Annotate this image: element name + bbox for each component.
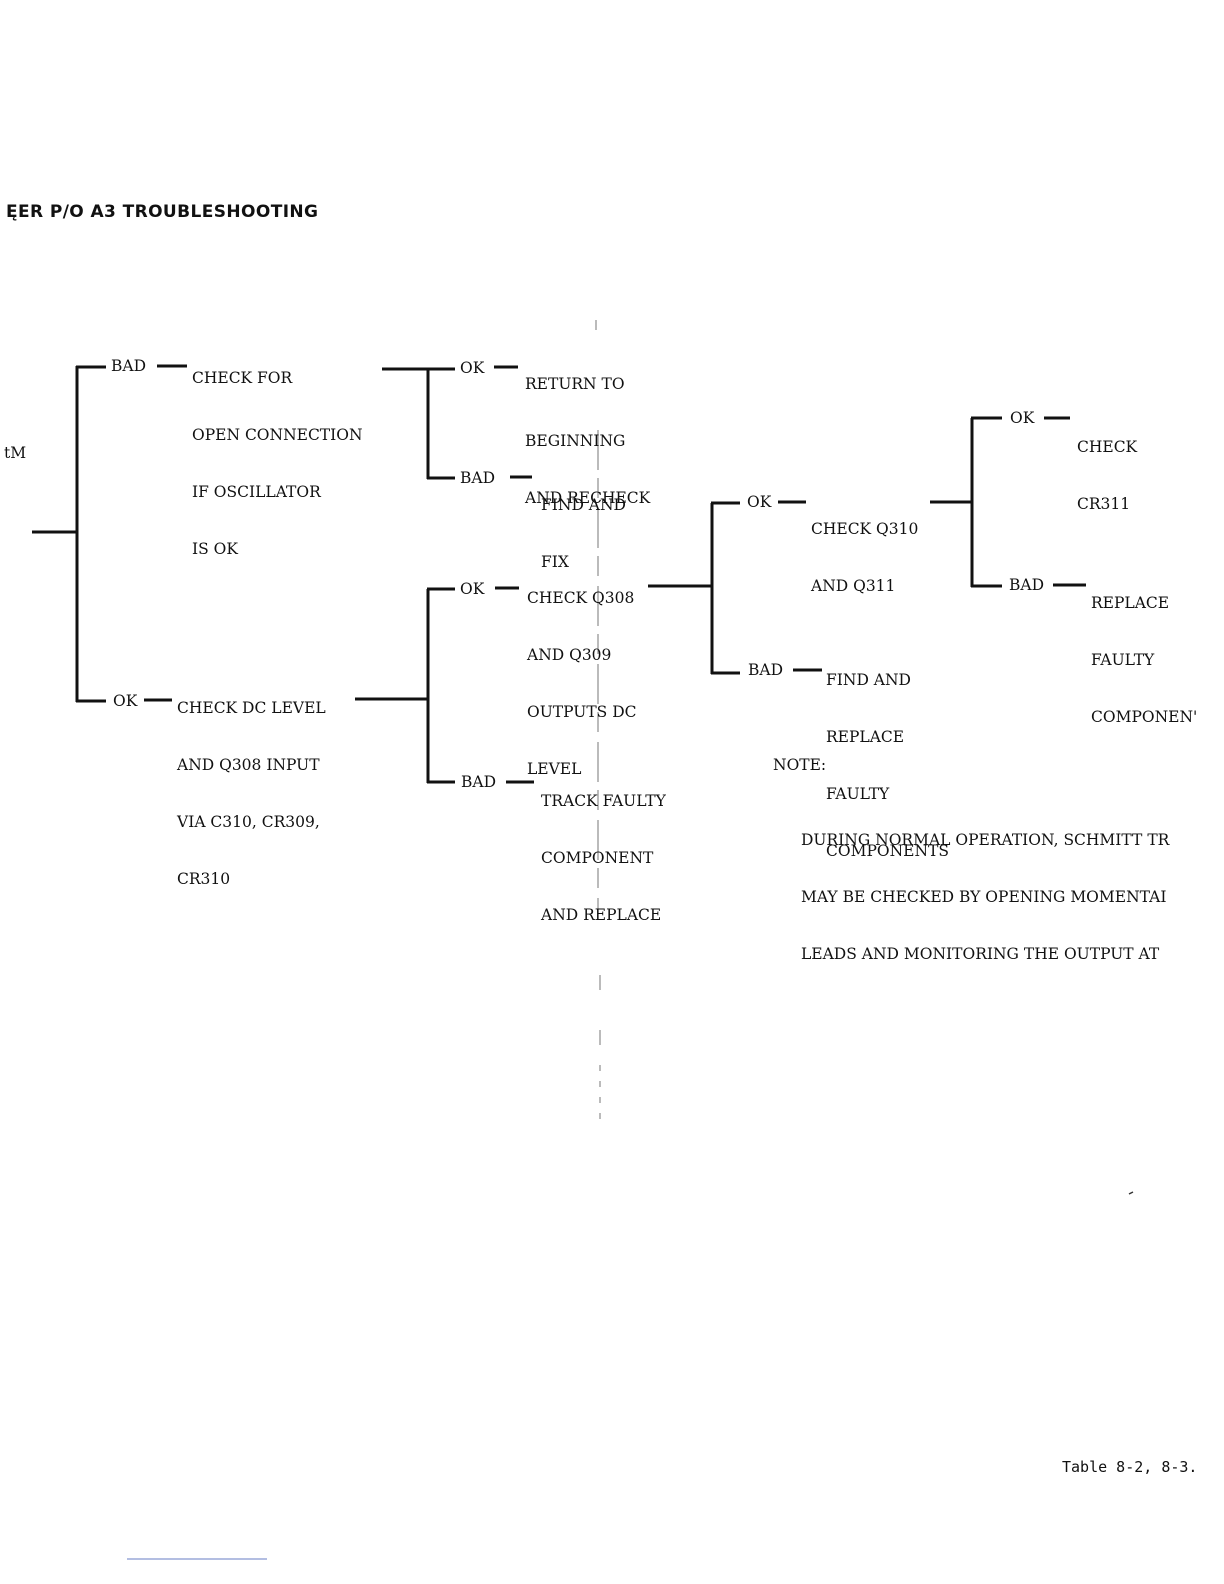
- node-find-and-fix: FIND AND FIX: [541, 496, 626, 571]
- branch-label-bad: BAD: [111, 357, 147, 375]
- node-check-cr311: CHECK CR311: [1077, 438, 1138, 513]
- node-find-replace-faulty: FIND AND REPLACE FAULTY COMPONENTS: [826, 671, 949, 860]
- note-heading: NOTE:: [773, 756, 827, 774]
- node-replace-faulty-component: REPLACE FAULTY COMPONEN': [1091, 594, 1198, 726]
- left-edge-fragment: tM: [4, 444, 27, 462]
- branch-label-ok: OK: [460, 359, 485, 377]
- table-reference-footer: Table 8-2, 8-3.: [1062, 1458, 1198, 1476]
- node-check-open-connection: CHECK FOR OPEN CONNECTION IF OSCILLATOR …: [192, 369, 363, 558]
- node-return-to-beginning: RETURN TO BEGINNING AND RECHECK: [525, 375, 651, 507]
- branch-label-bad: BAD: [1009, 576, 1045, 594]
- page-title: ĘER P/O A3 TROUBLESHOOTING: [6, 202, 319, 222]
- branch-label-ok: OK: [747, 493, 772, 511]
- branch-label-ok: OK: [1010, 409, 1035, 427]
- branch-label-ok: OK: [460, 580, 485, 598]
- node-track-faulty-component: TRACK FAULTY COMPONENT AND REPLACE: [541, 792, 666, 924]
- node-check-q310-q311: CHECK Q310 AND Q311: [811, 520, 919, 595]
- node-check-dc-level: CHECK DC LEVEL AND Q308 INPUT VIA C310, …: [177, 699, 326, 888]
- branch-label-ok: OK: [113, 692, 138, 710]
- branch-label-bad: BAD: [460, 469, 496, 487]
- node-check-q308-q309: CHECK Q308 AND Q309 OUTPUTS DC LEVEL: [527, 589, 637, 778]
- note-body: DURING NORMAL OPERATION, SCHMITT TR MAY …: [801, 831, 1170, 963]
- branch-label-bad: BAD: [748, 661, 784, 679]
- branch-label-bad: BAD: [461, 773, 497, 791]
